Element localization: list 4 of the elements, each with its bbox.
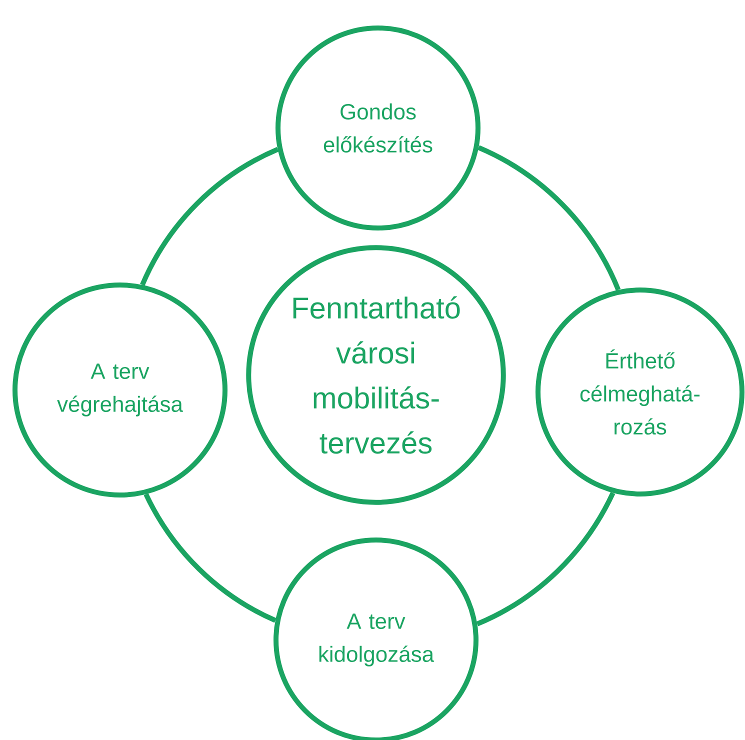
ring-arc	[140, 147, 279, 286]
ring-arc	[144, 493, 276, 623]
ring-arc	[478, 145, 621, 291]
ring-arc	[476, 492, 616, 626]
